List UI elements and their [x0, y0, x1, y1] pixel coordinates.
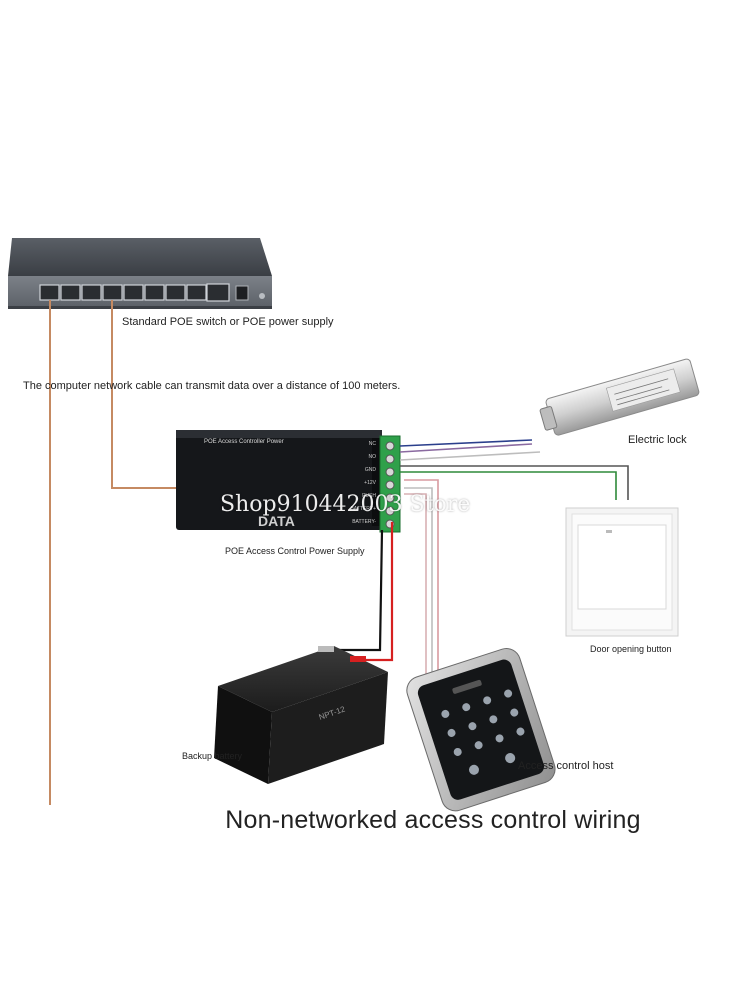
battery-label: Backup battery: [182, 751, 243, 761]
terminal-label-battery-minus: BATTERY-: [352, 519, 376, 525]
data-mark: DATA: [258, 513, 295, 529]
battery-wires: [330, 522, 394, 662]
signal-wires: [399, 439, 629, 708]
controller-label: POE Access Control Power Supply: [225, 546, 365, 556]
terminal-label-12v: +12V: [364, 480, 376, 486]
ethernet-ports: [39, 283, 230, 302]
network-cables: [49, 300, 176, 805]
door-button: [565, 507, 679, 637]
poe-switch: [8, 238, 272, 309]
diagram-title: Non-networked access control wiring: [225, 806, 641, 834]
terminal-labels: NC NO GND +12V PUSH BATTERY+ BATTERY-: [338, 438, 376, 529]
terminal-label-push: PUSH: [362, 493, 376, 499]
cable-distance-label: The computer network cable can transmit …: [23, 380, 401, 392]
terminal-block: [379, 435, 401, 533]
terminal-label-no: NO: [368, 454, 377, 460]
access-keypad: [406, 648, 556, 812]
terminal-label-nc: NC: [368, 441, 376, 447]
electric-lock: [539, 358, 700, 436]
switch-label: Standard POE switch or POE power supply: [122, 316, 334, 328]
controller-header-text: POE Access Controller Power: [204, 439, 284, 445]
poe-controller: DATA: [176, 430, 401, 533]
backup-battery: NPT-12: [214, 646, 388, 784]
electric-lock-label: Electric lock: [628, 434, 687, 446]
terminal-label-battery-plus: BATTERY+: [350, 506, 376, 512]
access-host-label: Access control host: [518, 760, 614, 772]
store-watermark: Shop910442003 Store: [220, 492, 471, 517]
terminal-label-gnd: GND: [364, 467, 376, 473]
door-button-label: Door opening button: [590, 644, 672, 654]
